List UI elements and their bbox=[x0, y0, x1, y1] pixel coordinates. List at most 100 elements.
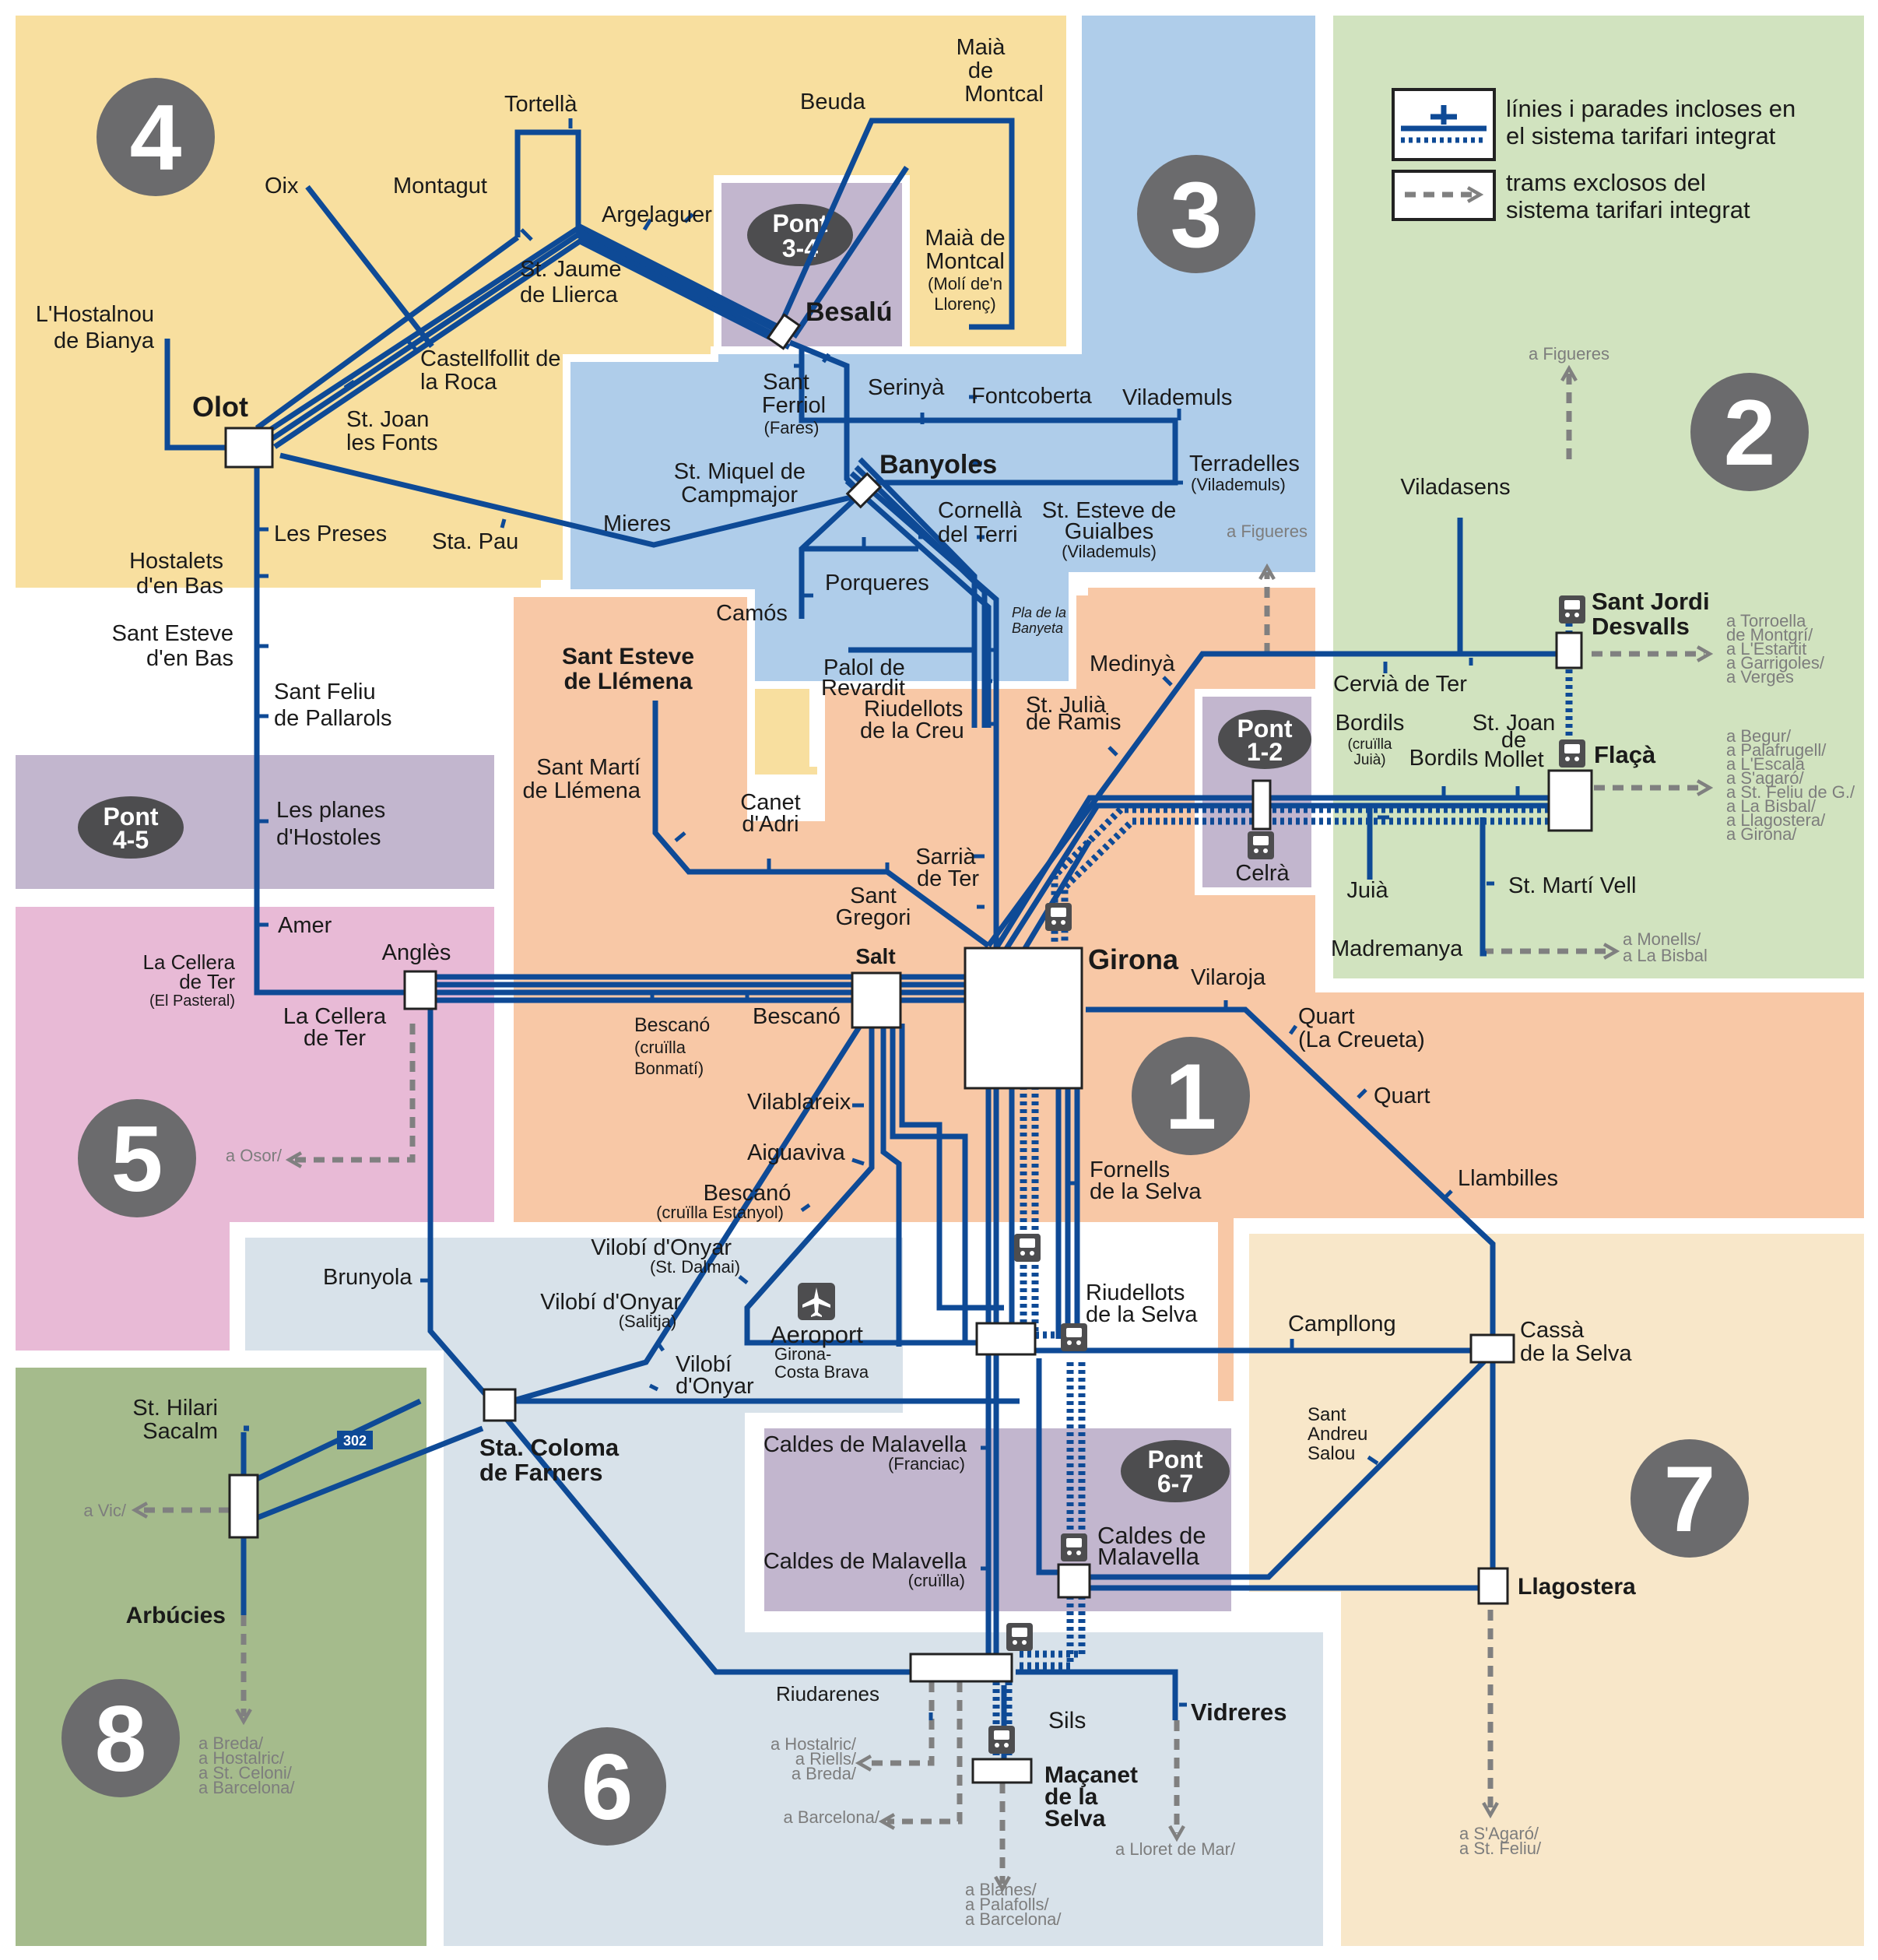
label-quart: Quart bbox=[1374, 1084, 1430, 1108]
label-beuda: Beuda bbox=[800, 90, 866, 114]
sta-coloma-station bbox=[483, 1388, 517, 1422]
svg-text:1-2: 1-2 bbox=[1247, 738, 1283, 766]
label-sarria-line-1: Sarrià bbox=[915, 845, 976, 869]
label-llagostera: Llagostera bbox=[1518, 1574, 1636, 1600]
svg-text:Pont: Pont bbox=[103, 803, 158, 831]
zone-number-badges: 4 3 2 1 5 7 8 6 bbox=[61, 78, 1809, 1846]
angles-station bbox=[403, 970, 437, 1010]
llagostera-station bbox=[1477, 1567, 1509, 1605]
label-st-julia-line-1: St. Julià bbox=[1026, 693, 1107, 718]
label-sta-coloma-line-1: Sta. Coloma bbox=[479, 1434, 620, 1461]
label-maia-moli-line-3: (Molí de'n bbox=[928, 274, 1002, 293]
label-amer: Amer bbox=[278, 913, 332, 938]
label-vilobi-salitja-line-2: (Salitja) bbox=[619, 1312, 677, 1331]
label-olot: Olot bbox=[192, 391, 248, 423]
label-pla-banyeta-line-2: Banyeta bbox=[1012, 620, 1063, 636]
label-campllong: Campllong bbox=[1288, 1312, 1396, 1337]
label-st-marti-llemena-line-2: de Llémena bbox=[522, 778, 641, 803]
st-hilari-station bbox=[228, 1474, 259, 1539]
label-cassa-line-1: Cassà bbox=[1520, 1318, 1585, 1343]
svg-text:Pont: Pont bbox=[1237, 715, 1292, 743]
cassa-station bbox=[1469, 1333, 1515, 1364]
label-oix: Oix bbox=[265, 174, 299, 198]
label-tortella: Tortellà bbox=[504, 92, 577, 117]
train-icon bbox=[1061, 1323, 1087, 1351]
label-a-begur-line-1: a Begur/ bbox=[1726, 726, 1792, 746]
label-a-hostalric-line-2: a Riells/ bbox=[795, 1749, 857, 1769]
olot-station bbox=[224, 427, 274, 469]
place-labels: Olot Oix Tortellà Montagut Beuda Maià de… bbox=[36, 35, 1855, 1929]
svg-text:3: 3 bbox=[1171, 163, 1223, 267]
label-aeroport-line-2: Girona- bbox=[774, 1344, 831, 1364]
zone-6-badge: 6 bbox=[548, 1727, 666, 1846]
label-terradelles-line-2: (Vilademuls) bbox=[1191, 475, 1286, 494]
label-bescano-bonmati-line-1: Bescanó bbox=[634, 1014, 710, 1036]
label-a-breda-line-1: a Breda/ bbox=[198, 1733, 264, 1753]
legend-excluded-line-1: trams exclosos del bbox=[1506, 169, 1706, 196]
label-a-blanes-line-1: a Blanes/ bbox=[965, 1880, 1037, 1899]
label-st-andreu-line-1: Sant bbox=[1308, 1404, 1346, 1425]
label-serinya: Serinyà bbox=[868, 375, 945, 400]
label-st-gregori-line-2: Gregori bbox=[836, 905, 911, 930]
label-st-jaume-line-1: St. Jaume bbox=[520, 257, 622, 282]
label-cellera-pasteral-line-1: La Cellera bbox=[142, 950, 235, 974]
label-a-sagaro-line-2: a St. Feliu/ bbox=[1459, 1839, 1542, 1858]
label-besalu: Besalú bbox=[806, 297, 893, 327]
label-st-andreu-line-3: Salou bbox=[1308, 1443, 1355, 1464]
label-caldes-cruilla-line-1: Caldes de Malavella bbox=[763, 1549, 967, 1574]
label-st-miquel-line-1: St. Miquel de bbox=[674, 459, 806, 484]
label-st-esteve-bas-line-1: Sant Esteve bbox=[112, 621, 233, 646]
label-st-joan-mollet-line-2: de bbox=[1501, 728, 1526, 753]
label-hostalets-line-1: Hostalets bbox=[129, 549, 223, 574]
label-caldes-franciac-line-1: Caldes de Malavella bbox=[763, 1432, 967, 1457]
legend-included-swatch bbox=[1392, 88, 1496, 161]
svg-text:302: 302 bbox=[343, 1433, 367, 1449]
label-camos: Camós bbox=[716, 601, 788, 626]
label-vilademuls: Vilademuls bbox=[1122, 385, 1232, 410]
label-bordils: Bordils bbox=[1409, 746, 1479, 771]
label-a-begur-line-2: a Palafrugell/ bbox=[1726, 740, 1827, 760]
legend: línies i parades incloses en el sistema … bbox=[1392, 88, 1796, 223]
sils-station bbox=[909, 1653, 1013, 1683]
stop-ticks bbox=[257, 118, 1520, 1720]
label-sta-pau: Sta. Pau bbox=[432, 529, 518, 554]
excluded-routes bbox=[131, 364, 1714, 1893]
label-brunyola: Brunyola bbox=[323, 1265, 412, 1290]
label-st-joan-fonts-line-1: St. Joan bbox=[346, 407, 429, 432]
label-cervia: Cervià de Ter bbox=[1333, 672, 1467, 697]
label-macanet-line-3: Selva bbox=[1044, 1806, 1106, 1832]
label-a-blanes-line-3: a Barcelona/ bbox=[965, 1909, 1062, 1929]
label-palol-line-1: Palol de bbox=[823, 655, 905, 680]
label-a-barcelona: a Barcelona/ bbox=[783, 1807, 879, 1827]
girona-station bbox=[964, 947, 1083, 1090]
label-st-hilari-line-1: St. Hilari bbox=[132, 1396, 218, 1421]
svg-text:5: 5 bbox=[111, 1107, 163, 1211]
label-a-begur-line-3: a L'Escala bbox=[1726, 754, 1806, 774]
svg-text:2: 2 bbox=[1724, 381, 1776, 485]
label-a-torroella-line-3: a L'Estartit bbox=[1726, 639, 1806, 659]
label-arbucies: Arbúcies bbox=[126, 1603, 226, 1628]
label-banyoles: Banyoles bbox=[879, 450, 997, 479]
label-st-joan-mollet-line-3: Mollet bbox=[1483, 747, 1543, 772]
label-st-jordi-line-1: Sant Jordi bbox=[1592, 588, 1710, 615]
label-st-ferriol-line-3: (Fares) bbox=[764, 418, 820, 437]
label-st-esteve-guialbes-line-1: St. Esteve de bbox=[1042, 498, 1177, 523]
train-icon bbox=[1248, 831, 1274, 859]
label-a-osor: a Osor/ bbox=[226, 1146, 283, 1165]
label-a-vic: a Vic/ bbox=[83, 1501, 127, 1520]
svg-text:4-5: 4-5 bbox=[113, 826, 149, 854]
label-pla-banyeta-line-1: Pla de la bbox=[1012, 605, 1066, 620]
label-maia-moli-line-2: Montcal bbox=[925, 249, 1005, 274]
legend-included-line-1: línies i parades incloses en bbox=[1506, 95, 1796, 122]
label-maia-moli-line-1: Maià de bbox=[925, 226, 1005, 251]
zone-1-badge: 1 bbox=[1132, 1037, 1250, 1155]
label-angles: Anglès bbox=[382, 940, 451, 965]
label-st-marti-vell: St. Martí Vell bbox=[1508, 873, 1636, 898]
label-st-andreu-line-2: Andreu bbox=[1308, 1424, 1367, 1445]
route-to-barcelona bbox=[878, 1681, 963, 1830]
svg-text:6: 6 bbox=[581, 1735, 634, 1839]
label-bordils-cruilla-line-1: Bordils bbox=[1336, 711, 1405, 736]
label-hostalets-line-2: d'en Bas bbox=[136, 574, 223, 599]
